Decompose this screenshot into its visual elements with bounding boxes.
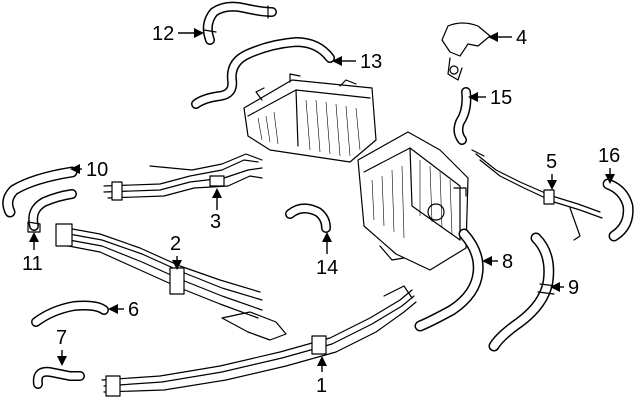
callout-9: 9 [550,277,579,299]
callout-label-13: 13 [360,51,382,73]
callout-label-1: 1 [316,375,327,397]
callout-label-14: 14 [316,257,338,279]
hose-part-10 [2,166,78,218]
hose-part-15 [453,87,472,145]
callout-label-6: 6 [128,299,139,321]
tube-assembly-part-1 [101,285,417,397]
callout-label-3: 3 [210,211,221,233]
hose-part-6 [31,300,109,327]
callout-label-7: 7 [56,327,67,349]
callout-4: 4 [488,27,527,49]
callout-label-5: 5 [546,151,557,173]
callout-1: 1 [316,356,327,397]
callout-label-15: 15 [490,87,512,109]
callout-15: 15 [468,87,512,109]
callout-label-2: 2 [170,233,181,255]
hose-part-13 [191,37,335,109]
callout-label-4: 4 [516,27,527,49]
callout-5: 5 [546,151,557,190]
hose-part-14 [285,203,331,233]
callout-7: 7 [56,327,67,366]
callout-14: 14 [316,232,338,279]
callout-label-9: 9 [568,277,579,299]
callout-12: 12 [152,23,204,45]
callout-2: 2 [170,233,182,270]
callout-label-8: 8 [502,251,513,273]
callout-label-11: 11 [22,253,43,275]
hose-part-12 [202,1,277,45]
tube-assembly-part-3 [103,153,263,201]
callout-8: 8 [482,251,513,273]
hose-part-7 [32,366,85,389]
hose-part-16 [602,178,634,242]
callout-3: 3 [210,188,222,233]
callout-11: 11 [22,232,43,275]
tube-assembly-part-2 [55,223,287,341]
hose-part-11 [27,189,77,233]
tube-assembly-part-5 [471,149,603,241]
battery-housing-upper [243,73,377,163]
callout-16: 16 [598,145,620,184]
callout-label-12: 12 [152,23,174,45]
callout-6: 6 [108,299,139,321]
connector-part-4 [441,22,491,81]
callout-label-16: 16 [598,145,620,167]
hose-part-8 [414,228,484,332]
inverter-housing [357,131,469,271]
hose-part-9 [488,232,557,352]
callout-label-10: 10 [86,159,108,181]
callout-13: 13 [332,51,382,73]
callout-10: 10 [70,159,108,181]
